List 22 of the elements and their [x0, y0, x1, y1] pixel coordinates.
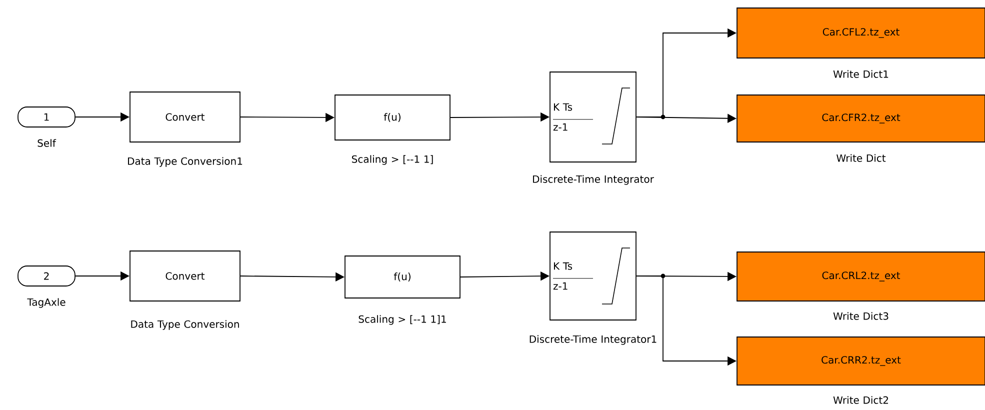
block-label: Data Type Conversion1: [128, 157, 242, 167]
block-label: TagAxle: [27, 298, 66, 308]
block-label: Scaling > [--1 1]1: [358, 315, 446, 325]
block-label: Data Type Conversion: [131, 320, 239, 330]
block-label: Write Dict2: [833, 396, 888, 404]
function-block: f(u): [344, 256, 460, 298]
output-block: Car.CFR2.tz_ext: [736, 94, 985, 142]
block-label: Scaling > [--1 1]: [352, 155, 433, 165]
block-label: Write Dict1: [833, 70, 888, 78]
output-block: Car.CRL2.tz_ext: [736, 252, 985, 302]
integrator-block: K Ts z-1: [550, 72, 636, 162]
function-block: Convert: [130, 250, 240, 302]
block-label: Discrete-Time Integrator: [533, 175, 654, 185]
block-label: Discrete-Time Integrator1: [530, 335, 656, 345]
function-block: f(u): [334, 94, 450, 140]
block-label: Write Dict: [836, 154, 886, 162]
integrator-block: K Ts z-1: [550, 232, 636, 320]
block-label: Write Dict3: [833, 312, 888, 320]
output-block: Car.CFL2.tz_ext: [736, 8, 985, 58]
block-label: Self: [38, 139, 56, 147]
function-block: Convert: [130, 92, 240, 142]
output-block: Car.CRR2.tz_ext: [736, 336, 985, 386]
